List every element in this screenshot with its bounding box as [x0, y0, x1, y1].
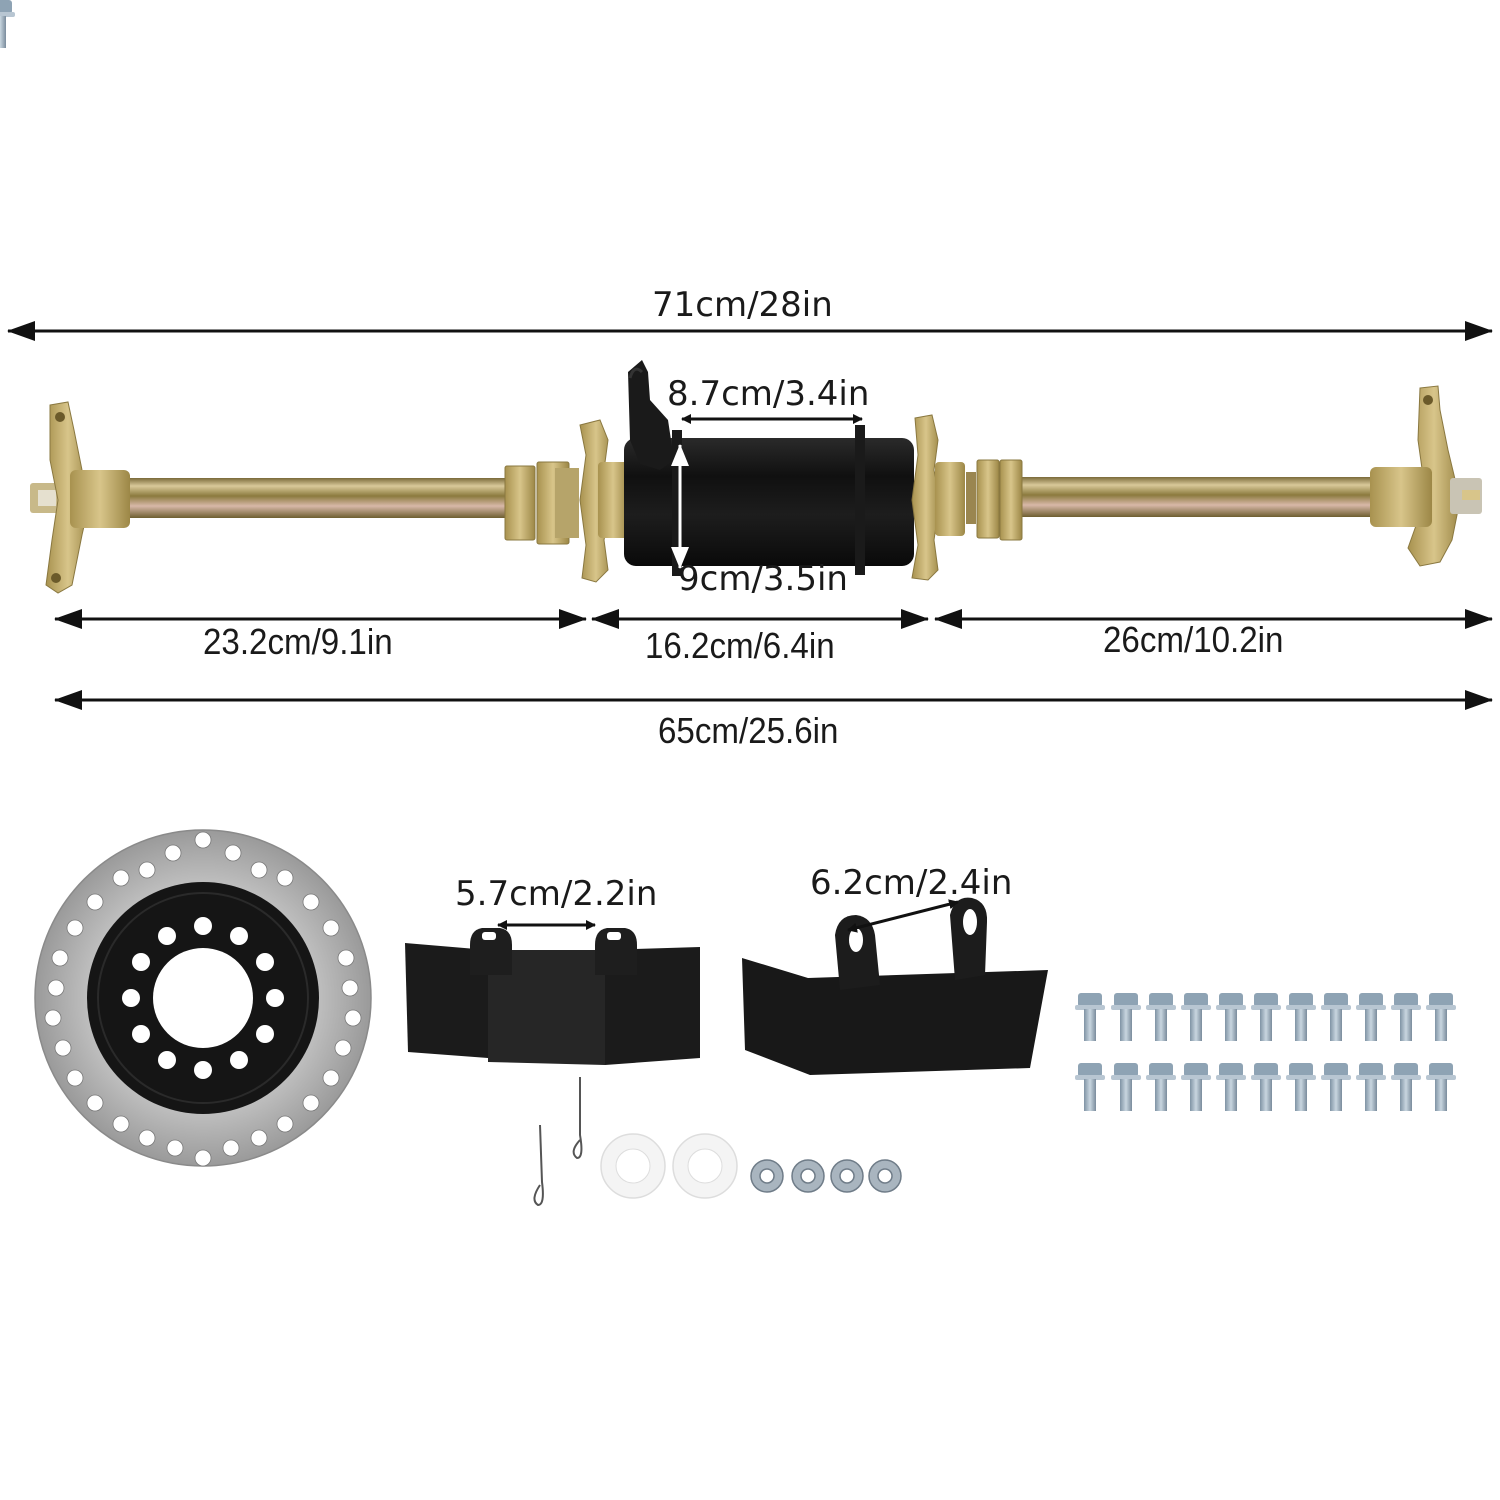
left-bearing-flange [579, 419, 613, 583]
bolts [0, 0, 15, 48]
brake-disc [34, 829, 372, 1167]
hub-to-hub-label: 65cm/25.6in [658, 710, 839, 751]
left-hub [30, 401, 130, 594]
right-hub [1370, 385, 1482, 567]
right-lock-nuts [966, 459, 1023, 541]
right-bearing-flange [911, 414, 941, 581]
overall-length-label: 71cm/28in [652, 285, 833, 325]
bracket2-spacing-label: 6.2cm/2.4in [810, 863, 1013, 903]
cotter-pins [533, 1077, 583, 1207]
left-lock-nuts [504, 461, 579, 545]
caliper-bracket-2 [742, 897, 1048, 1075]
caliper-mount-tab [628, 360, 674, 470]
housing-diameter-label: 9cm/3.5in [678, 559, 848, 599]
right-shaft-label: 26cm/10.2in [1103, 619, 1284, 660]
bracket1-spacing-label: 5.7cm/2.2in [455, 874, 658, 914]
housing-length-label: 8.7cm/3.4in [667, 374, 870, 414]
bearing-housing [624, 360, 914, 576]
center-section-label: 16.2cm/6.4in [645, 625, 835, 666]
bracket2-spacing-dimension-line [847, 899, 959, 933]
washers [600, 1133, 738, 1199]
caliper-bracket-1 [405, 920, 700, 1065]
axle-assembly [30, 360, 1482, 594]
left-shaft-label: 23.2cm/9.1in [203, 621, 393, 662]
flange-nuts [750, 1159, 902, 1193]
